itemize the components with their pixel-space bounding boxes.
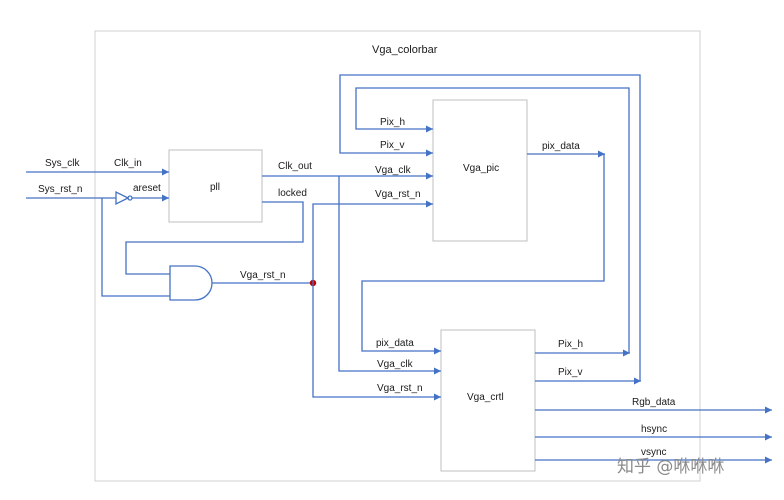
- inverter-bubble: [127, 195, 133, 201]
- module-title: Vga_colorbar: [372, 44, 438, 56]
- module-frame: [94, 30, 701, 482]
- vga-crtl-block-label: Vga_crtl: [467, 392, 504, 403]
- crtl-pix-data-label: pix_data: [376, 338, 414, 349]
- pix-v-route-wire: [339, 74, 641, 381]
- sys-clk-label: Sys_clk: [45, 158, 80, 169]
- pic-pix-h-label: Pix_h: [380, 117, 405, 128]
- crtl-pix-h-label: Pix_h: [558, 339, 583, 350]
- crtl-vga-clk-label: Vga_clk: [377, 359, 414, 370]
- and-out-label: Vga_rst_n: [240, 270, 286, 281]
- pic-vga-rst-n-label: Vga_rst_n: [375, 189, 421, 200]
- clk-to-crtl-wire: [338, 176, 441, 375]
- clk-out-label: Clk_out: [278, 161, 312, 172]
- inverter-gate: [115, 190, 130, 206]
- rst-to-pic-wire: [312, 200, 433, 283]
- pix-data-route-wire: [361, 154, 605, 355]
- rgb-data-label: Rgb_data: [632, 397, 676, 408]
- clk-in-label: Clk_in: [114, 158, 142, 169]
- vga-pic-block: [432, 99, 528, 242]
- pll-block-label: pll: [210, 182, 220, 193]
- pic-pix-v-label: Pix_v: [380, 140, 404, 151]
- pic-pix-data-label: pix_data: [542, 141, 580, 152]
- rst-to-and-wire: [101, 198, 170, 297]
- sys-rst-n-label: Sys_rst_n: [38, 184, 82, 195]
- vga-crtl-block: [440, 329, 536, 472]
- pix-h-route-wire: [355, 87, 630, 353]
- pic-vga-clk-label: Vga_clk: [375, 165, 412, 176]
- crtl-vga-rst-n-label: Vga_rst_n: [377, 383, 423, 394]
- locked-wire: [125, 201, 304, 275]
- rst-to-crtl-wire: [312, 283, 441, 401]
- areset-label: areset: [133, 183, 161, 194]
- vsync-label: vsync: [641, 447, 667, 458]
- pll-block: [168, 149, 263, 223]
- watermark-text: 知乎 @咻咻咻: [617, 457, 724, 477]
- vga-pic-block-label: Vga_pic: [463, 163, 499, 174]
- crtl-pix-v-label: Pix_v: [558, 367, 582, 378]
- hsync-label: hsync: [641, 424, 667, 435]
- locked-label: locked: [278, 188, 307, 199]
- and-gate: [169, 265, 213, 301]
